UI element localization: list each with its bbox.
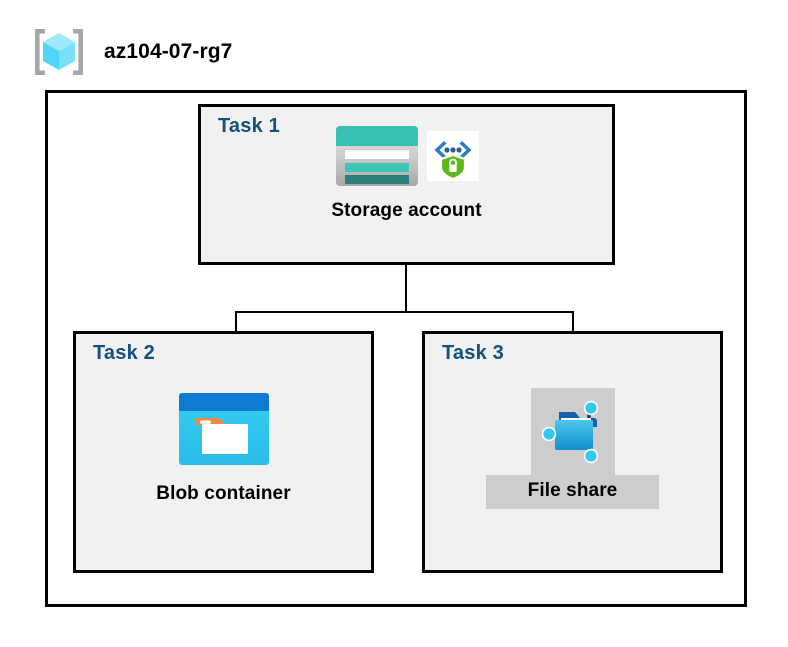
file-share-icon-highlight	[530, 388, 615, 477]
node-blob-container[interactable]: Blob container	[76, 392, 371, 505]
resource-group-icon	[32, 26, 86, 78]
blob-container-icon	[178, 392, 270, 471]
storage-account-caption: Storage account	[331, 200, 482, 221]
blob-container-caption: Blob container	[156, 483, 291, 504]
secure-endpoint-icon	[426, 131, 479, 186]
file-share-caption: File share	[527, 480, 618, 501]
page-title: az104-07-rg7	[104, 40, 233, 63]
task-1-label: Task 1	[218, 115, 280, 137]
task-2-box: Task 2	[73, 331, 374, 573]
connector-storage-trunk	[405, 265, 407, 313]
node-storage-account[interactable]: Storage account	[201, 125, 612, 222]
task-2-label: Task 2	[93, 342, 155, 364]
resource-group-header: az104-07-rg7	[32, 26, 232, 78]
task-3-label: Task 3	[442, 342, 504, 364]
task-1-box: Task 1	[198, 104, 615, 265]
task-3-box: Task 3	[422, 331, 723, 573]
storage-icon-group	[335, 125, 479, 192]
connector-crossbar	[235, 311, 574, 313]
storage-account-icon	[335, 125, 419, 192]
file-share-icon	[537, 394, 609, 471]
node-file-share[interactable]: File share	[425, 388, 720, 509]
file-share-caption-highlight: File share	[485, 475, 660, 509]
